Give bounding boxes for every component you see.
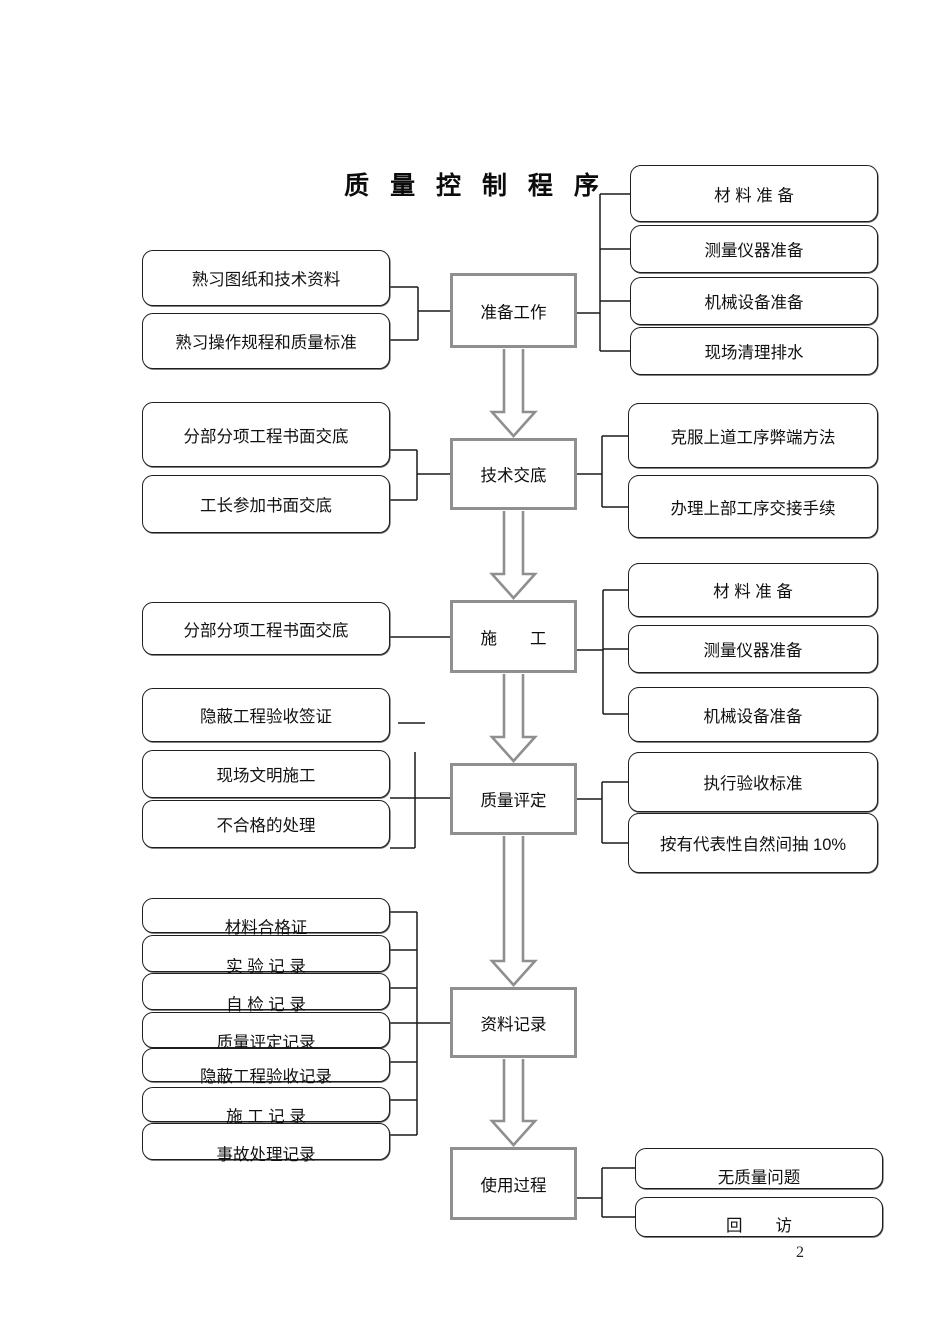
box-label: 测量仪器准备 — [704, 242, 804, 260]
box-survey-instrument-prep-1: 测量仪器准备 — [630, 225, 878, 273]
flow-arrow-3 — [489, 674, 538, 763]
box-material-prep-1: 材 料 准 备 — [630, 165, 878, 222]
box-label: 隐蔽工程验收记录 — [200, 1068, 332, 1086]
box-test-record: 实 验 记 录 — [142, 935, 390, 976]
connector-left-group1 — [390, 286, 450, 341]
box-handover-procedures: 办理上部工序交接手续 — [628, 475, 878, 538]
node-label: 施 工 — [480, 629, 547, 648]
box-label: 现场文明施工 — [216, 767, 316, 785]
box-site-drainage: 现场清理排水 — [630, 327, 878, 375]
connector-right-group1 — [577, 193, 630, 352]
box-label: 熟习图纸和技术资料 — [191, 271, 341, 289]
box-label: 机械设备准备 — [704, 294, 804, 312]
box-familiarize-procedures: 熟习操作规程和质量标准 — [142, 313, 390, 369]
connector-left-group5 — [390, 911, 450, 1136]
connector-right-group3 — [577, 589, 628, 715]
box-label: 分部分项工程书面交底 — [183, 621, 349, 640]
node-preparation: 准备工作 — [450, 273, 577, 348]
node-label: 技术交底 — [480, 467, 547, 485]
flow-arrow-1 — [489, 349, 538, 438]
node-usage-process: 使用过程 — [450, 1147, 577, 1220]
box-survey-instrument-prep-2: 测量仪器准备 — [628, 625, 878, 673]
box-overcome-prev-process: 克服上道工序弊端方法 — [628, 403, 878, 468]
box-label: 测量仪器准备 — [703, 642, 803, 660]
flow-arrow-2 — [489, 511, 538, 600]
node-quality-assessment: 质量评定 — [450, 763, 577, 835]
box-machinery-prep-1: 机械设备准备 — [630, 277, 878, 325]
node-data-record: 资料记录 — [450, 987, 577, 1058]
box-label: 按有代表性自然间抽 10% — [659, 836, 847, 854]
connector-left-group2 — [390, 449, 450, 501]
box-return-visit: 回 访 — [635, 1197, 883, 1237]
box-label: 执行验收标准 — [703, 775, 803, 793]
flow-arrow-5 — [489, 1059, 538, 1147]
box-subproject-written-disclosure-2: 分部分项工程书面交底 — [142, 602, 390, 655]
box-label: 材 料 准 备 — [713, 583, 793, 601]
box-label: 办理上部工序交接手续 — [670, 499, 836, 518]
box-sampling-10pct: 按有代表性自然间抽 10% — [628, 813, 878, 873]
box-nonconforming-handling: 不合格的处理 — [142, 800, 390, 848]
box-quality-assessment-record: 质量评定记录 — [142, 1012, 390, 1052]
box-machinery-prep-2: 机械设备准备 — [628, 687, 878, 742]
node-label: 准备工作 — [480, 303, 547, 322]
box-hidden-works-acceptance-record: 隐蔽工程验收记录 — [142, 1048, 390, 1086]
connector-right-group6 — [577, 1167, 635, 1218]
box-label: 施 工 记 录 — [226, 1108, 306, 1126]
box-subproject-written-disclosure-1: 分部分项工程书面交底 — [142, 402, 390, 467]
page-number: 2 — [796, 1244, 804, 1261]
node-label: 质量评定 — [480, 792, 547, 810]
box-label: 无质量问题 — [717, 1169, 801, 1187]
box-label: 分部分项工程书面交底 — [183, 427, 349, 446]
box-label: 工长参加书面交底 — [200, 497, 332, 515]
box-acceptance-standard: 执行验收标准 — [628, 752, 878, 812]
box-construction-record: 施 工 记 录 — [142, 1087, 390, 1126]
node-label: 使用过程 — [480, 1176, 547, 1195]
box-label: 自 检 记 录 — [226, 996, 306, 1014]
box-accident-record: 事故处理记录 — [142, 1123, 390, 1164]
box-label: 现场清理排水 — [704, 344, 804, 362]
box-label: 熟习操作规程和质量标准 — [175, 334, 357, 352]
box-hidden-works-acceptance-cert: 隐蔽工程验收签证 — [142, 688, 390, 742]
node-construction: 施 工 — [450, 600, 577, 673]
box-site-civilized-construction: 现场文明施工 — [142, 750, 390, 798]
box-material-certificate: 材料合格证 — [142, 898, 390, 937]
box-material-prep-2: 材 料 准 备 — [628, 563, 878, 617]
page-title: 质 量 控 制 程 序 — [344, 172, 606, 200]
box-label: 事故处理记录 — [216, 1146, 316, 1164]
box-label: 材 料 准 备 — [714, 186, 794, 205]
box-familiarize-drawings: 熟习图纸和技术资料 — [142, 250, 390, 306]
box-label: 克服上道工序弊端方法 — [670, 428, 836, 447]
box-label: 质量评定记录 — [216, 1034, 316, 1052]
node-label: 资料记录 — [480, 1015, 547, 1034]
box-label: 回 访 — [726, 1217, 792, 1235]
box-self-inspection-record: 自 检 记 录 — [142, 973, 390, 1014]
box-no-quality-issue: 无质量问题 — [635, 1148, 883, 1189]
flow-arrow-4 — [489, 836, 538, 987]
box-label: 隐蔽工程验收签证 — [200, 708, 332, 726]
connector-right-group2 — [577, 435, 628, 508]
connector-left-group4 — [390, 722, 450, 849]
box-label: 材料合格证 — [224, 919, 308, 937]
connector-right-group4 — [577, 781, 628, 844]
box-foreman-disclosure: 工长参加书面交底 — [142, 475, 390, 533]
node-technical-disclosure: 技术交底 — [450, 438, 577, 510]
box-label: 实 验 记 录 — [226, 958, 306, 976]
box-label: 不合格的处理 — [216, 817, 316, 835]
box-label: 机械设备准备 — [703, 707, 803, 726]
